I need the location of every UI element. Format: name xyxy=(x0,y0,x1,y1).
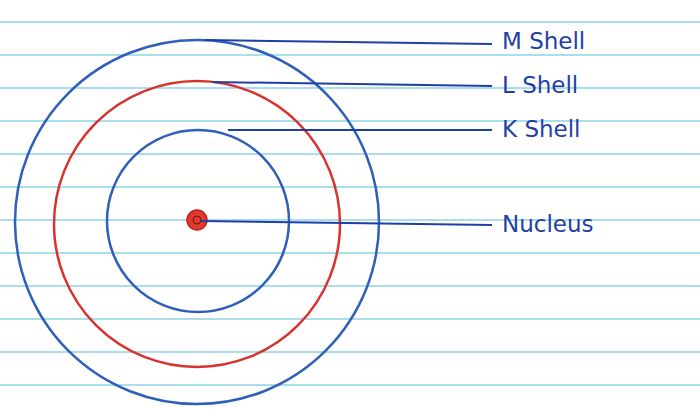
ruled-line xyxy=(0,252,700,254)
ruled-line xyxy=(0,351,700,353)
ruled-line xyxy=(0,21,700,23)
ruled-line xyxy=(0,87,700,89)
ruled-line xyxy=(0,54,700,56)
shell-label: L Shell xyxy=(502,73,578,98)
ruled-line xyxy=(0,153,700,155)
l-shell-orbit xyxy=(54,81,340,367)
leader-line xyxy=(200,221,492,225)
ruled-line xyxy=(0,219,700,221)
ruled-lines xyxy=(0,22,700,385)
shell-label: K Shell xyxy=(502,117,581,142)
ruled-line xyxy=(0,384,700,386)
shell-label: Nucleus xyxy=(502,212,594,237)
leader-line xyxy=(228,129,492,131)
ruled-line xyxy=(0,186,700,188)
shell-label: M Shell xyxy=(502,29,585,54)
leader-line xyxy=(212,82,492,86)
ruled-line xyxy=(0,285,700,287)
leader-line xyxy=(205,40,492,44)
nucleus-dot xyxy=(187,210,207,230)
nucleus-core xyxy=(193,216,201,224)
